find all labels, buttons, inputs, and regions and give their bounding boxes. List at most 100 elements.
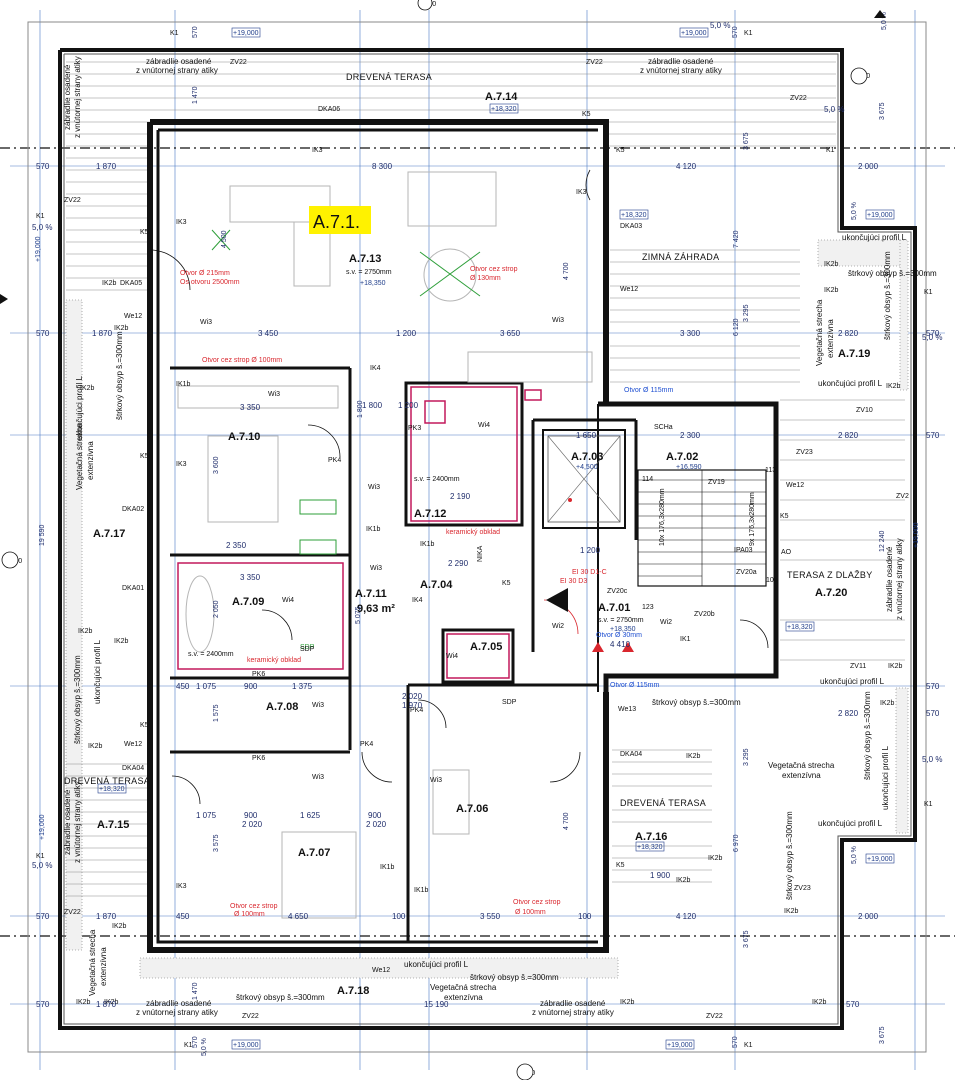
- dim-100-a: 100: [392, 912, 406, 921]
- walls: [147, 119, 779, 953]
- tag-sdp-a: SDP: [300, 646, 315, 653]
- tag-k5-f: K5: [780, 513, 789, 520]
- tag-ik2b-s: IK2b: [812, 999, 827, 1006]
- tag-wi4-c: Wi4: [446, 653, 458, 660]
- gravel-strips: [65, 239, 909, 979]
- zone-green-right-1: Vegetačná strecha: [768, 761, 835, 770]
- vdim-3675-a: 3 675: [743, 132, 750, 150]
- dim-1650: 1 650: [576, 431, 597, 440]
- dim-2020-a: 2 020: [242, 820, 263, 829]
- tag-zv20b: ZV20b: [694, 611, 715, 618]
- dim-3350-b: 3 350: [240, 573, 261, 582]
- tag-k5-d: K5: [140, 453, 149, 460]
- room-a709: A.7.09: [232, 596, 264, 608]
- tag-ik1b-b: IK1b: [420, 541, 435, 548]
- tag-wi3-h: Wi3: [430, 777, 442, 784]
- dim-8300: 8 300: [372, 162, 393, 171]
- dim-1970: 1 970: [402, 701, 423, 710]
- tag-zv22-c: ZV22: [790, 95, 807, 102]
- tag-zv20a: ZV20a: [736, 569, 757, 576]
- tag-dka05: DKA05: [120, 280, 142, 287]
- slope-top-right-v: 5,0 %: [881, 12, 888, 30]
- outer-attic: [27, 21, 927, 1053]
- dim-1870-b: 1 870: [92, 329, 113, 338]
- tag-ik1b-e: IK1b: [414, 887, 429, 894]
- tag-ik3-a: IK3: [312, 147, 323, 154]
- vdim-1470-a: 1 470: [192, 86, 199, 104]
- tag-pk6-b: PK6: [252, 755, 265, 762]
- vdim-4500: 4 500: [221, 230, 228, 248]
- zone-railing-top-left-2: z vnútornej strany atiky: [136, 66, 218, 75]
- zone-railing-bl-1: zábradlie osadené: [146, 999, 212, 1008]
- zone-green-bl-2: extenzívna: [99, 947, 108, 986]
- slope-top: 5,0 %: [710, 21, 730, 30]
- note-sv-712: s.v. = 2400mm: [414, 476, 460, 483]
- gravel-right-3: štrkový obsyp š.=300mm: [785, 811, 794, 900]
- slope-left-bottom: 5,0 %: [32, 861, 52, 870]
- zone-railing-top-left-1: zábradlie osadené: [146, 57, 212, 66]
- tag-zv10: ZV10: [856, 407, 873, 414]
- room-a714: A.7.14: [485, 91, 518, 103]
- note-ceramic-709: keramický obklad: [247, 657, 301, 664]
- tag-ik2b-j: IK2b: [888, 663, 903, 670]
- zone-green-bl-1: Vegetačná strecha: [88, 929, 97, 996]
- vdim-6970: 6 970: [733, 834, 740, 852]
- vdim-3675-b: 3 675: [743, 930, 750, 948]
- gravel-bl: štrkový obsyp š.=300mm: [236, 993, 325, 1002]
- note-sv-713: s.v. = 2750mm: [346, 269, 392, 276]
- edge-profile-left: ukončujúci profil L: [75, 375, 84, 440]
- dim-570-d: 570: [926, 431, 940, 440]
- note-opening-115: Otvor Ø 115mm: [624, 387, 673, 394]
- tag-ik2b-g: IK2b: [824, 261, 839, 268]
- railing-left-b2: z vnútornej strany atiky: [73, 781, 82, 863]
- zone-green-right-2: extenzívna: [782, 771, 821, 780]
- tag-wi3-c: Wi3: [268, 391, 280, 398]
- dim-4120-b: 4 120: [676, 912, 697, 921]
- railing-right-1: zábradlie osadené: [885, 546, 894, 612]
- tag-we12-c: We12: [786, 482, 804, 489]
- tag-113: 113: [765, 467, 776, 474]
- tag-k5-a: K5: [582, 111, 591, 118]
- tag-zv22-f: ZV22: [242, 1013, 259, 1020]
- stairs: [637, 469, 767, 587]
- zone-winter-garden: ZIMNÁ ZÁHRADA: [642, 252, 719, 262]
- tag-k1-h: K1: [184, 1042, 193, 1049]
- note-sv-701: s.v. = 2750mm: [598, 617, 644, 624]
- edge-profile-mid: ukončujúci profil L: [820, 677, 885, 686]
- edge-profile-rb: ukončujúci profil L: [818, 819, 883, 828]
- room-labels: A.7.13 A.7.14 A.7.10 A.7.12 A.7.03 A.7.0…: [93, 91, 870, 997]
- level-bottom-right: +19,000: [667, 1042, 693, 1049]
- vdim-3675-d: 3 675: [879, 1026, 886, 1044]
- slope-right-low: 5,0 %: [922, 755, 942, 764]
- note-green-dv: SDP: [300, 644, 315, 651]
- tag-ik4-a: IK4: [370, 365, 381, 372]
- tag-ik2b-a: IK2b: [102, 280, 117, 287]
- dim-450-a: 450: [176, 682, 190, 691]
- slope-bottom-right-v: 5,0 %: [851, 846, 858, 864]
- dim-570-b: 570: [36, 329, 50, 338]
- tag-k1-e: K1: [924, 289, 933, 296]
- room-a702: A.7.02: [666, 451, 698, 463]
- tag-ik2b-h: IK2b: [824, 287, 839, 294]
- apartment-highlight: [309, 206, 371, 234]
- railing-right-2: z vnútornej strany atiky: [895, 538, 904, 620]
- zone-green-topright-1: Vegetačná strecha: [815, 299, 824, 366]
- tag-ik2b-o: IK2b: [784, 908, 799, 915]
- stair-notes: 9x 176,3x280mm 10x 176,3x280mm: [659, 488, 756, 546]
- rotated-zone-labels: Vegetačná strecha extenzívna Vegetačná s…: [63, 56, 904, 996]
- dim-1800: 1 800: [362, 401, 383, 410]
- vdim-3295-b: 3 295: [743, 748, 750, 766]
- tag-pk3: PK3: [408, 425, 421, 432]
- vdim-3575: 3 575: [213, 834, 220, 852]
- tag-ik3-c: IK3: [176, 461, 187, 468]
- ventilation-markers: [211, 229, 481, 555]
- note-opening-30: Otvor Ø 30mm: [596, 632, 642, 639]
- note-opening-130b: Ø 130mm: [470, 275, 501, 282]
- dim-1075-b: 1 075: [196, 811, 217, 820]
- tag-k1-c: K1: [36, 213, 45, 220]
- vdim-2050: 2 050: [213, 600, 220, 618]
- dim-2300: 2 300: [680, 431, 701, 440]
- zone-terrace-top: DREVENÁ TERASA: [346, 72, 432, 82]
- note-opening-215: Otvor Ø 215mm: [180, 270, 230, 277]
- area-a711: 9,63 m²: [357, 603, 395, 615]
